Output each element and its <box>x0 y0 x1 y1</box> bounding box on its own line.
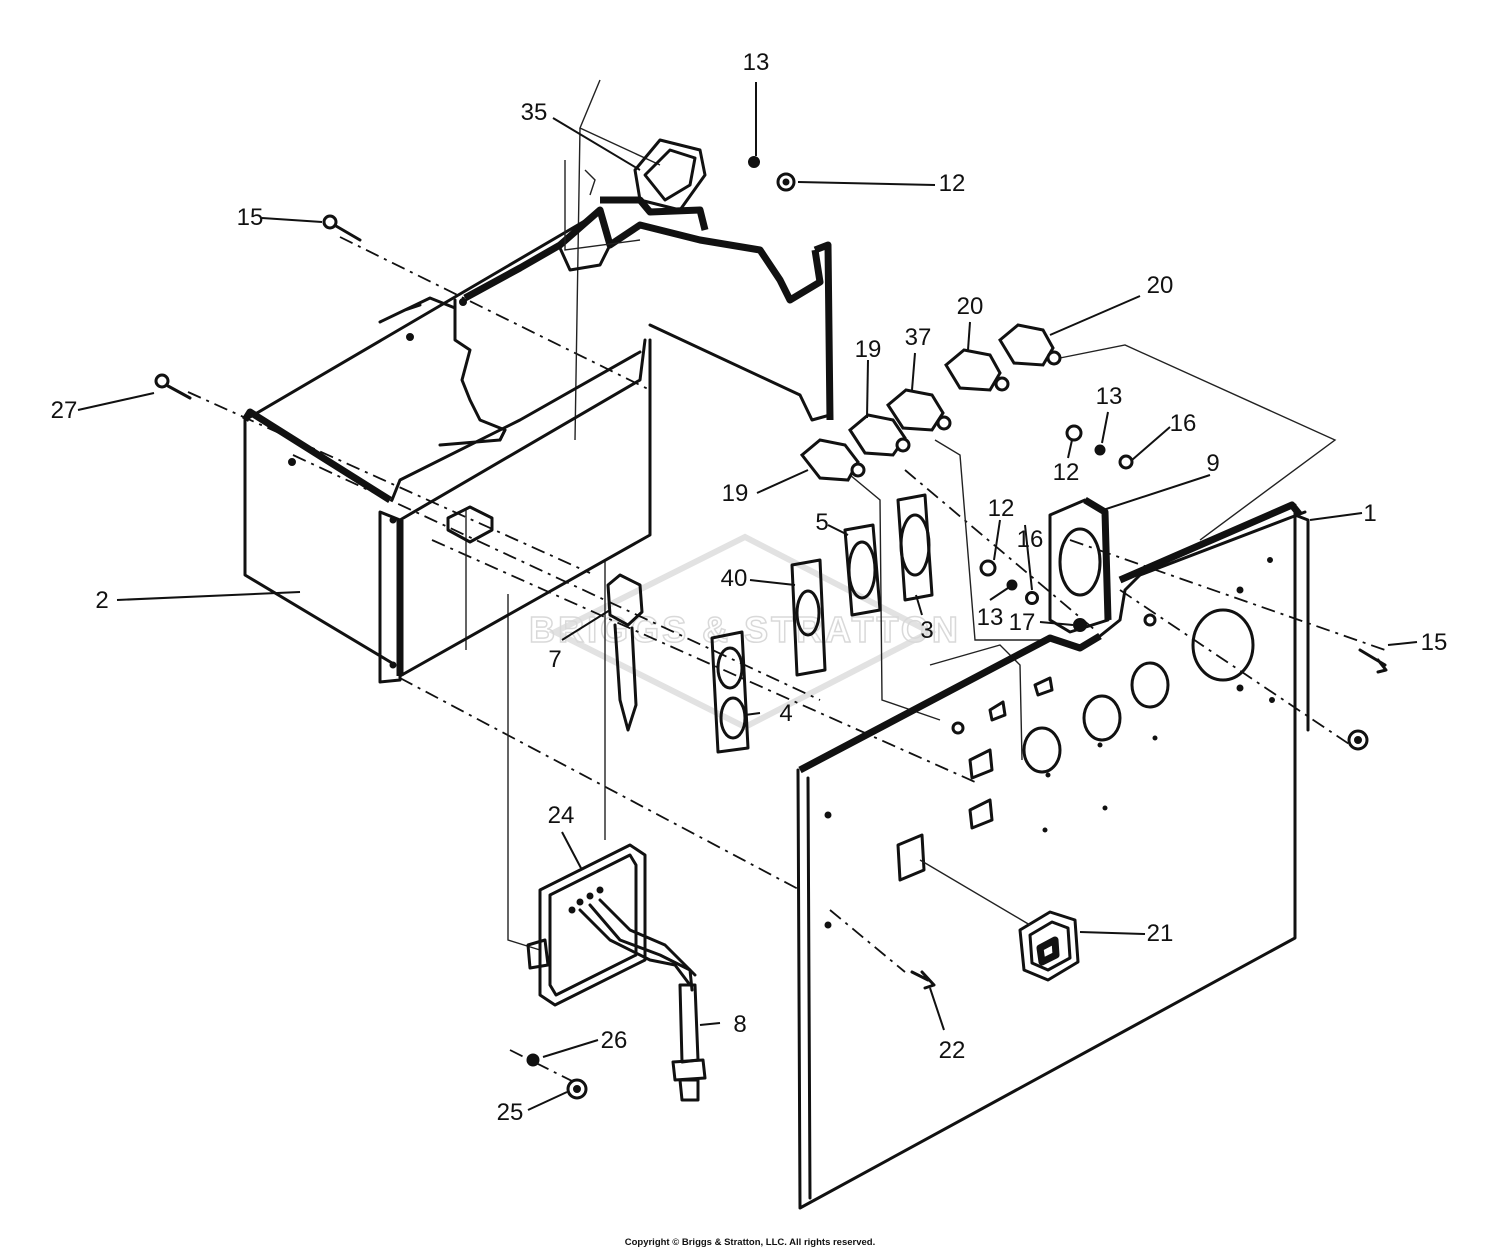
callout-13-lower: 13 <box>977 604 1004 631</box>
fasteners <box>154 156 1388 1100</box>
callout-37: 37 <box>905 324 932 351</box>
screw-27 <box>154 373 170 389</box>
callout-labels: 13 35 12 15 20 20 37 19 13 16 27 12 9 19… <box>51 49 1448 1126</box>
callout-26: 26 <box>601 1027 628 1054</box>
callout-7: 7 <box>548 646 561 673</box>
callout-27: 27 <box>51 397 78 424</box>
callout-35: 35 <box>521 99 548 126</box>
panel-switch-opening <box>896 833 926 882</box>
watermark-text: BRIGGS & STRATTON <box>529 609 961 650</box>
receptacle-3 <box>896 493 934 602</box>
leader-lines <box>77 82 1418 1111</box>
callout-15-right: 15 <box>1421 629 1448 656</box>
callout-20-right: 20 <box>1147 272 1174 299</box>
receptacle-4 <box>710 630 750 754</box>
bracket-35 <box>564 138 709 251</box>
callout-21: 21 <box>1147 920 1174 947</box>
callout-16-mid: 16 <box>1170 410 1197 437</box>
connector-19-lower <box>799 438 860 482</box>
callout-17: 17 <box>1009 609 1036 636</box>
module-24 <box>526 843 697 1007</box>
callout-16-lower: 16 <box>1017 526 1044 553</box>
callout-1: 1 <box>1363 500 1376 527</box>
connectors <box>799 323 1062 482</box>
callout-5: 5 <box>815 509 828 536</box>
receptacle-40 <box>790 558 827 677</box>
callout-25: 25 <box>497 1099 524 1126</box>
callout-15-left: 15 <box>237 204 264 231</box>
nut-13-top <box>748 156 760 168</box>
callout-8: 8 <box>733 1011 746 1038</box>
nut-13-lower <box>1006 579 1018 591</box>
callout-22: 22 <box>939 1037 966 1064</box>
callout-20-left: 20 <box>957 293 984 320</box>
callout-12-lower: 12 <box>988 495 1015 522</box>
assembly-lines <box>187 79 1386 1086</box>
callout-4: 4 <box>779 700 792 727</box>
screw-15-top <box>322 214 338 230</box>
copyright-notice: Copyright © Briggs & Stratton, LLC. All … <box>624 1237 876 1248</box>
receptacles <box>710 493 934 754</box>
nut-13-mid <box>1094 444 1106 456</box>
callout-3: 3 <box>920 617 933 644</box>
front-panel <box>796 501 1310 1210</box>
washer-12-mid <box>1065 424 1083 442</box>
switch-21 <box>919 859 1080 982</box>
washer-16-mid <box>1118 454 1134 470</box>
callout-40: 40 <box>721 565 748 592</box>
connector-37 <box>886 388 945 432</box>
panel-hole-large <box>1191 608 1255 682</box>
callout-12-mid: 12 <box>1053 459 1080 486</box>
housing-box <box>242 206 834 684</box>
callout-13-mid: 13 <box>1096 383 1123 410</box>
callout-19-upper: 19 <box>855 336 882 363</box>
part-7 <box>606 573 644 732</box>
nut-26 <box>526 1053 540 1067</box>
receptacle-5 <box>843 523 882 617</box>
meter-9 <box>1048 496 1112 634</box>
callout-24: 24 <box>548 802 575 829</box>
connector-20-right <box>998 323 1055 367</box>
lead-8 <box>671 983 707 1102</box>
callout-19-lower: 19 <box>722 480 749 507</box>
washer-12-lower <box>979 559 997 577</box>
washer-16-lower <box>1025 591 1039 605</box>
connector-20-left <box>944 348 1002 392</box>
callout-12-top: 12 <box>939 170 966 197</box>
callout-9: 9 <box>1206 450 1219 477</box>
callout-13-top: 13 <box>743 49 770 76</box>
callout-2: 2 <box>95 587 108 614</box>
